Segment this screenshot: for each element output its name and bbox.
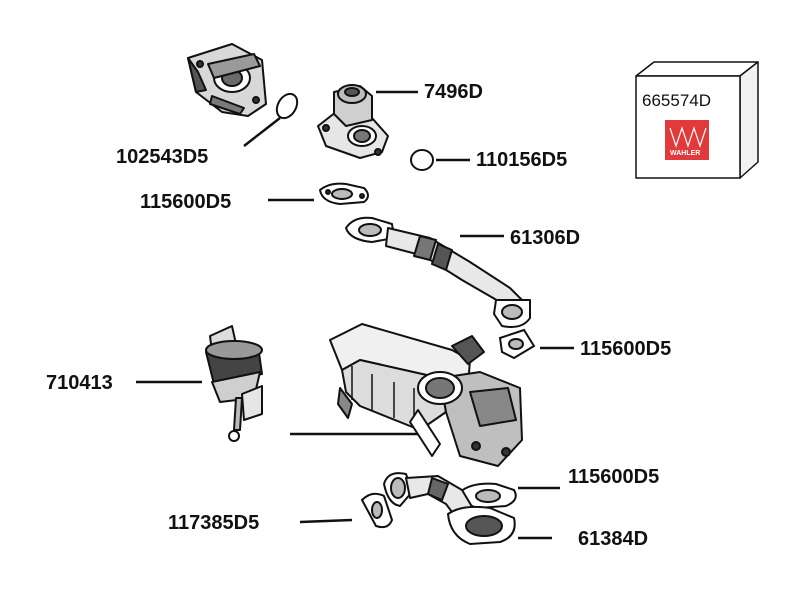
pipe-lower-drawing [383,472,516,545]
gasket-upper-drawing [318,182,369,206]
seal-ring-right-drawing [410,149,434,171]
part-label-115600D5-lower: 115600D5 [568,466,660,488]
leader-102543D5 [243,117,281,147]
gasket-lower-left-drawing [360,492,394,529]
part-label-102543D5: 102543D5 [116,146,209,168]
part-label-110156D5: 110156D5 [476,149,568,171]
egr-cooler-drawing [329,323,523,467]
actuator-drawing [205,325,263,442]
kit-part-number: 665574D [642,91,712,110]
brand-name: WAHLER [670,150,701,157]
part-label-115600D5-upper: 115600D5 [140,191,232,213]
gasket-middle-drawing [498,328,536,360]
part-label-61306D: 61306D [510,227,581,249]
part-label-115600D5-middle: 115600D5 [580,338,672,360]
seal-ring-left-drawing [275,92,299,120]
part-label-710413: 710413 [46,372,113,394]
part-label-61384D: 61384D [578,528,649,550]
pipe-upper-drawing [345,216,531,328]
leader-lines [136,90,574,540]
intake-flange-drawing [187,43,267,117]
leader-117385D5 [299,518,353,524]
part-label-117385D5: 117385D5 [168,512,260,534]
part-label-7496D: 7496D [424,81,483,103]
brand-logo [665,120,709,160]
egr-valve-drawing [317,84,389,159]
